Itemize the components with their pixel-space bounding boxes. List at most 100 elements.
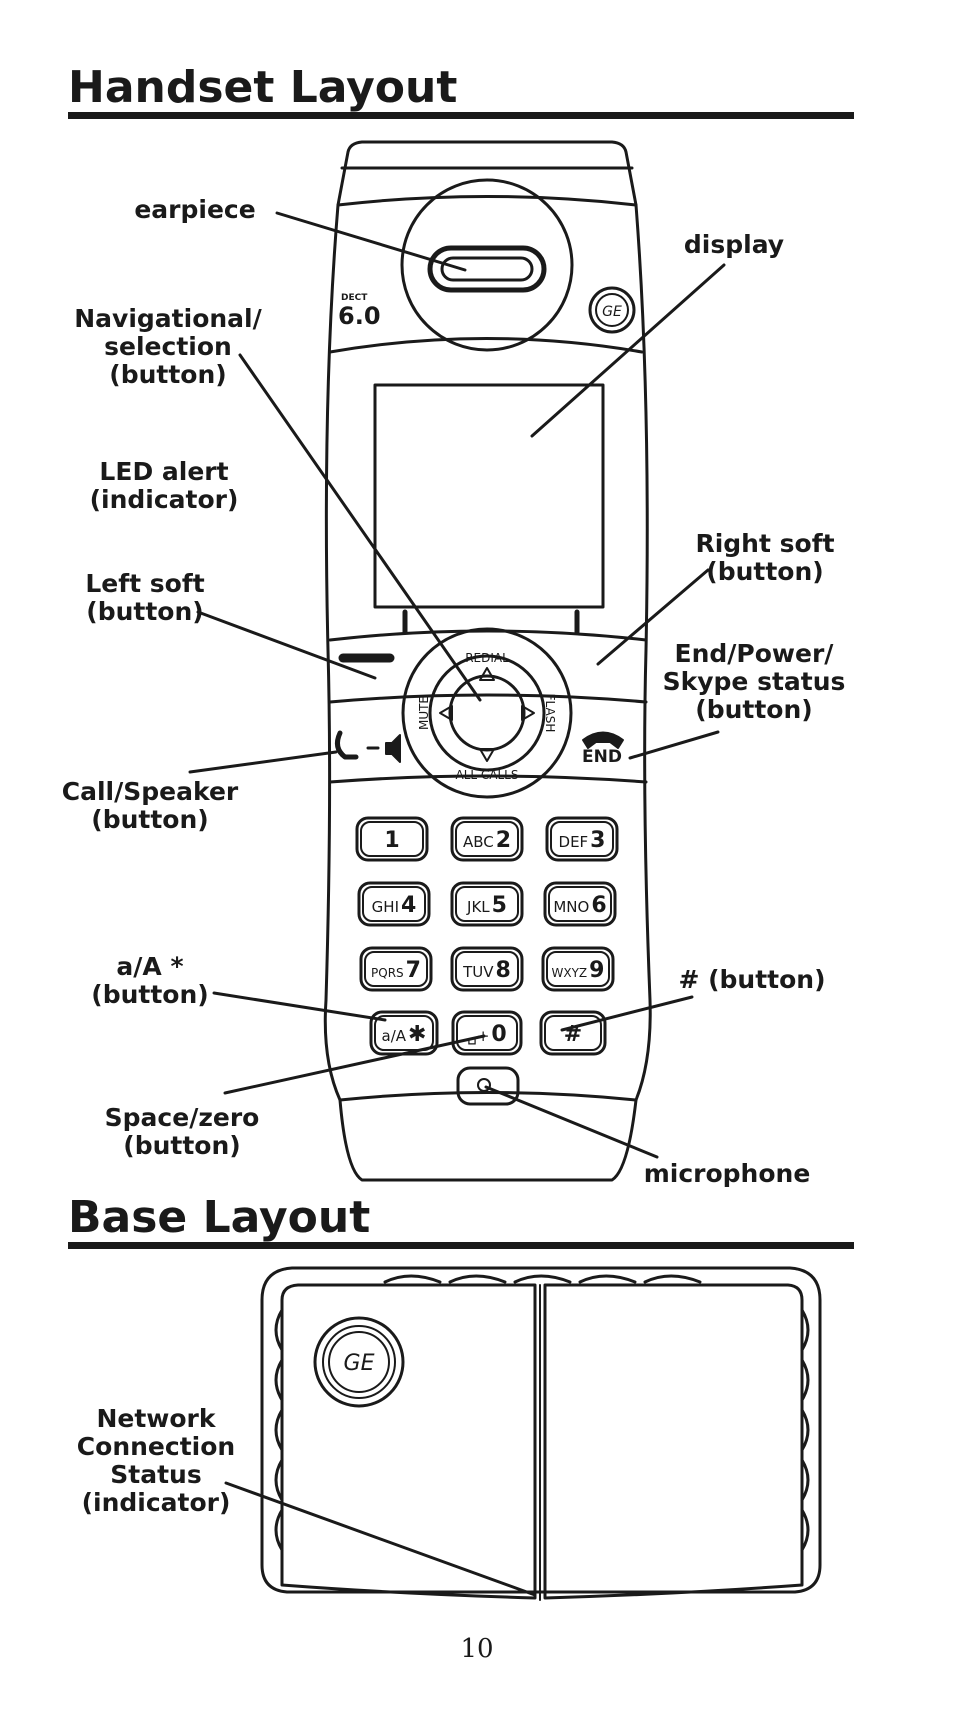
handset-body xyxy=(323,140,652,1182)
label-earpiece: earpiece xyxy=(134,195,256,224)
handset-callout-lines xyxy=(188,211,726,1159)
label-call-speaker: Call/Speaker (button) xyxy=(62,778,238,834)
label-led-line1: LED alert xyxy=(99,457,229,486)
base-right-cradle xyxy=(543,1283,804,1600)
keypad-key-digit: 9 xyxy=(589,958,604,983)
keypad-key-digit: 3 xyxy=(590,828,605,853)
nav-label-mute: MUTE xyxy=(417,696,431,730)
keypad-key-5: JKL5 xyxy=(466,893,507,918)
keypad-key-7: PQRS7 xyxy=(371,958,421,983)
keypad-key-digit: ✱ xyxy=(408,1022,426,1047)
keypad-key-4: GHI4 xyxy=(372,893,417,918)
ge-logo-text: GE xyxy=(602,304,622,320)
label-right-soft: Right soft (button) xyxy=(695,530,834,586)
base-callout-line xyxy=(224,1481,537,1597)
keypad-key-10: a/A✱ xyxy=(382,1022,427,1047)
label-net-line4: (indicator) xyxy=(81,1488,231,1517)
label-aa-line2: (button) xyxy=(91,980,209,1009)
label-left-soft-line2: (button) xyxy=(86,597,204,626)
label-microphone: microphone xyxy=(643,1159,811,1188)
keypad-key-1: 1 xyxy=(384,828,399,853)
base-ge-logo xyxy=(313,1316,405,1408)
label-nav-line1: Navigational/ xyxy=(74,304,262,333)
label-call-line1: Call/Speaker xyxy=(61,777,239,806)
label-nav-line2: selection xyxy=(104,332,232,361)
keypad-key-digit: 7 xyxy=(406,958,421,983)
keypad-key-2: ABC2 xyxy=(463,828,511,853)
keypad-key-letters: GHI xyxy=(372,898,399,916)
keypad-key-letters: TUV xyxy=(462,963,494,981)
page-number: 10 xyxy=(460,1634,494,1664)
keypad-key-digit: 0 xyxy=(491,1022,506,1047)
earpiece-slot xyxy=(427,245,547,293)
label-network-status: Network Connection Status (indicator) xyxy=(77,1405,235,1517)
earpiece-housing xyxy=(400,178,574,352)
label-left-soft: Left soft (button) xyxy=(85,570,204,626)
dect-badge-top: DECT xyxy=(341,293,368,303)
base-ge-logo-text: GE xyxy=(344,1351,375,1376)
label-end-line1: End/Power/ xyxy=(674,639,834,668)
label-space-zero: Space/zero (button) xyxy=(105,1104,260,1160)
keypad-key-6: MNO6 xyxy=(553,893,606,918)
label-a-a-star: a/A * (button) xyxy=(91,953,208,1009)
label-end-line2: Skype status xyxy=(662,667,846,696)
base-left-cradle xyxy=(280,1283,537,1600)
label-right-soft-line2: (button) xyxy=(706,557,824,586)
label-space-line1: Space/zero xyxy=(104,1103,260,1132)
label-end-power: End/Power/ Skype status (button) xyxy=(663,640,846,724)
handset-illustration xyxy=(323,140,652,1182)
keypad-key-digit: 8 xyxy=(496,958,511,983)
end-key-text: END xyxy=(582,747,622,767)
keypad-key-digit: 5 xyxy=(492,893,507,918)
keypad-key-letters: DEF xyxy=(559,833,589,851)
keypad-outlines xyxy=(355,816,619,1056)
label-hash: # (button) xyxy=(678,965,826,994)
keypad-key-digit: 1 xyxy=(384,828,399,853)
label-navigational: Navigational/ selection (button) xyxy=(74,305,262,389)
microphone-housing xyxy=(456,1066,520,1106)
label-call-line2: (button) xyxy=(91,805,209,834)
keypad-key-12: # xyxy=(564,1022,582,1047)
label-led-alert: LED alert (indicator) xyxy=(90,458,239,514)
keypad-key-3: DEF3 xyxy=(559,828,606,853)
label-net-line3: Status xyxy=(110,1460,202,1489)
keypad-key-digit: # xyxy=(564,1022,582,1047)
keypad-key-letters: WXYZ xyxy=(552,966,588,980)
keypad-key-9: WXYZ9 xyxy=(552,958,605,983)
label-left-soft-line1: Left soft xyxy=(85,569,205,598)
handset-heading-rule xyxy=(68,112,854,119)
ge-logo xyxy=(588,286,636,334)
keypad-key-letters: PQRS xyxy=(371,966,404,980)
base-heading-rule xyxy=(68,1242,854,1249)
label-led-line2: (indicator) xyxy=(89,485,239,514)
nav-select-button xyxy=(448,674,526,752)
nav-label-flash: FLASH xyxy=(543,694,557,733)
nav-label-all-calls: ALL CALLS xyxy=(456,768,519,782)
label-right-soft-line1: Right soft xyxy=(695,529,835,558)
keypad-key-letters: ␣+ xyxy=(467,1027,489,1045)
end-handset-icon xyxy=(582,731,624,749)
speaker-icon xyxy=(385,734,401,763)
keypad-key-digit: 2 xyxy=(496,828,511,853)
keypad-key-letters: MNO xyxy=(553,898,589,916)
label-end-line3: (button) xyxy=(695,695,813,724)
keypad-key-letters: a/A xyxy=(382,1027,407,1045)
base-layout-heading: Base Layout xyxy=(68,1192,371,1243)
label-net-line1: Network xyxy=(96,1404,216,1433)
display-screen xyxy=(373,383,605,609)
label-display: display xyxy=(683,230,785,259)
call-handset-icon xyxy=(334,730,359,760)
keypad-key-digit: 6 xyxy=(591,893,606,918)
nav-ring-outer xyxy=(401,627,573,799)
keypad-key-11: ␣+0 xyxy=(467,1022,506,1047)
keypad-key-8: TUV8 xyxy=(462,958,511,983)
keypad-key-letters: JKL xyxy=(466,898,490,916)
keypad-key-digit: 4 xyxy=(401,893,416,918)
label-space-line2: (button) xyxy=(123,1131,241,1160)
keypad-key-letters: ABC xyxy=(463,833,494,851)
label-net-line2: Connection xyxy=(76,1432,236,1461)
microphone-hole xyxy=(477,1078,491,1092)
handset-layout-heading: Handset Layout xyxy=(68,62,458,113)
